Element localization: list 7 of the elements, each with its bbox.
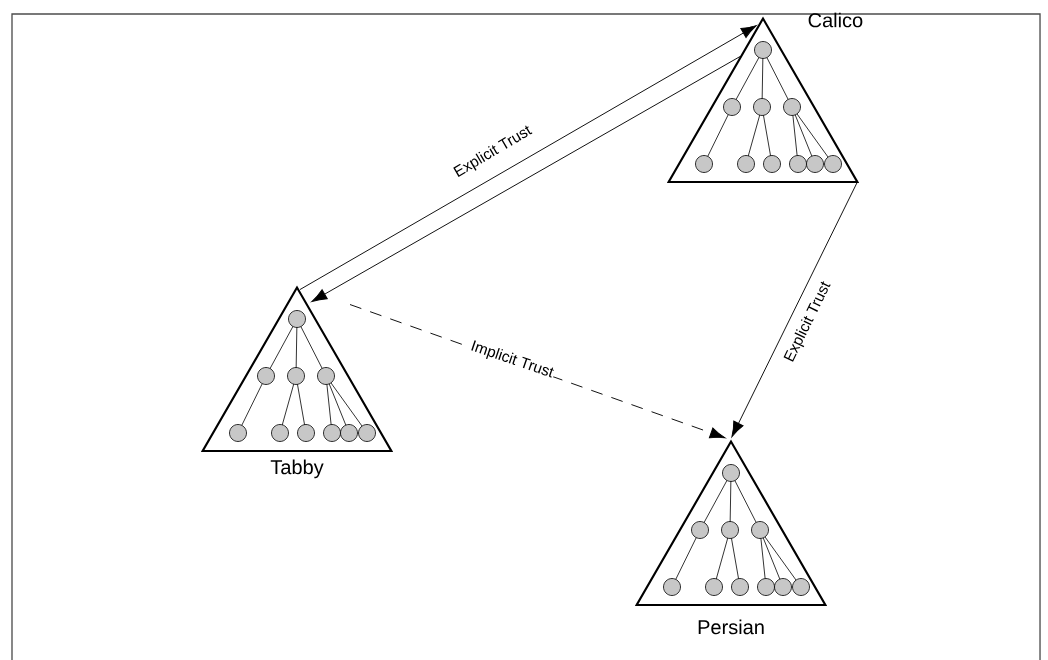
domain-label: Persian xyxy=(698,619,764,635)
arrow xyxy=(299,25,757,290)
edge-label: Implicit Trust xyxy=(467,337,557,383)
arrow xyxy=(731,181,858,438)
arrow xyxy=(311,56,741,302)
domain-label: Calico xyxy=(808,12,863,28)
domain-label: Tabby xyxy=(270,459,324,479)
